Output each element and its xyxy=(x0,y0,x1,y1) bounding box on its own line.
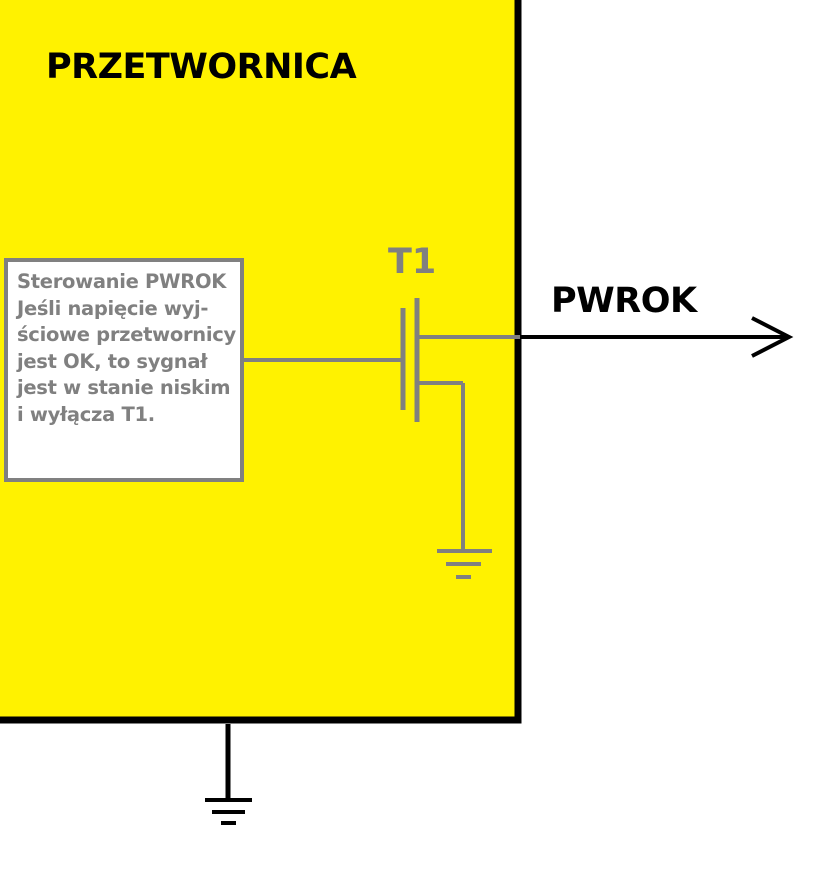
control-text-line: Jeśli napięcie wyj- xyxy=(17,296,209,320)
control-text-line: Sterowanie PWROK xyxy=(17,270,227,293)
block-title: PRZETWORNICA xyxy=(46,47,357,87)
mosfet-n-channel-icon xyxy=(400,298,520,551)
ground-symbol-icon xyxy=(205,798,252,825)
control-text-line: jest w stanie niskim xyxy=(17,376,231,399)
control-text-line: jest OK, to sygnał xyxy=(17,349,208,373)
transistor-label: T1 xyxy=(388,242,437,282)
control-text-line: i wyłącza T1. xyxy=(17,402,155,426)
arrow-right-icon xyxy=(751,316,794,358)
control-description-box: Sterowanie PWROK Jeśli napięcie wyj- ści… xyxy=(4,258,244,482)
ground-symbol-icon xyxy=(437,549,492,579)
control-text-line: ściowe przetwornicy xyxy=(17,323,236,346)
output-signal-label: PWROK xyxy=(551,281,697,321)
